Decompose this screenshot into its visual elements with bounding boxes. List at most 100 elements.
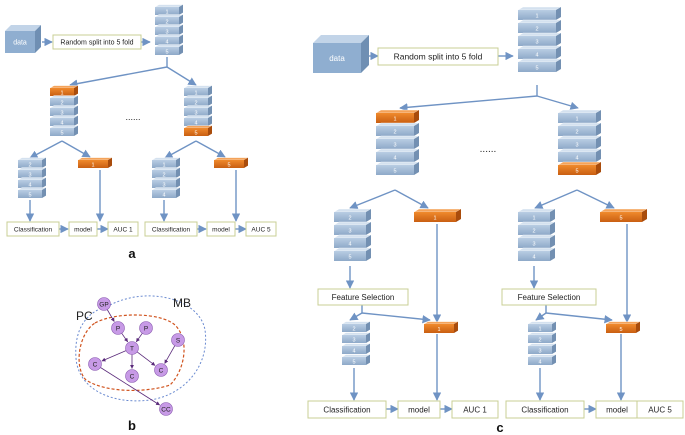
a-right-stack-block-5-label: 5 bbox=[194, 130, 197, 136]
c-arrow-right-train bbox=[534, 189, 578, 209]
c-right-train-stack-block-4: 4 bbox=[517, 247, 556, 261]
a-right-stack-block-3-label: 3 bbox=[194, 110, 197, 116]
a-right-train-stack-block-3-label: 3 bbox=[162, 182, 165, 188]
c-left-train-stack-block-3: 4 bbox=[333, 234, 372, 248]
c-left-stack-block-4: 4 bbox=[375, 148, 420, 162]
c-top-stack-block-4: 4 bbox=[517, 45, 562, 59]
a-left-auc-box: AUC 1 bbox=[107, 221, 139, 237]
c-right-feature-selection-box: Feature Selection bbox=[501, 288, 597, 306]
c-right-stack-block-3: 3 bbox=[557, 135, 602, 149]
c-right-train-stack-block-2: 2 bbox=[517, 221, 556, 235]
c-arrow-right-test bbox=[576, 189, 615, 209]
c-right-stack-block-5-label: 5 bbox=[575, 168, 578, 174]
a-arrow-left-test bbox=[61, 140, 91, 158]
a-left-stack-block-3-label: 3 bbox=[60, 110, 63, 116]
b-node-p2-label: P bbox=[144, 325, 148, 332]
a-ellipsis: ...... bbox=[125, 112, 140, 122]
b-edge-t-c1 bbox=[101, 350, 127, 362]
b-node-cc-label: CC bbox=[161, 406, 171, 413]
c-left-stack-block-5: 5 bbox=[375, 161, 420, 175]
c-right-train-stack-block-3-label: 3 bbox=[532, 241, 535, 247]
c-left-stack-block-2: 2 bbox=[375, 122, 420, 136]
a-right-stack-block-1: 1 bbox=[183, 85, 213, 96]
c-right-fs-train-stack-block-3-label: 3 bbox=[538, 348, 541, 354]
b-node-c3-label: C bbox=[159, 367, 164, 374]
c-left-feature-selection-box-text: Feature Selection bbox=[332, 293, 395, 302]
c-panel-letter: c bbox=[496, 420, 503, 435]
c-left-fs-train-stack-block-1: 2 bbox=[341, 321, 371, 332]
c-arrow-left-test bbox=[394, 189, 429, 209]
c-left-fs-train-stack-block-2-label: 3 bbox=[352, 337, 355, 343]
c-left-stack-block-1: 1 bbox=[375, 109, 420, 123]
a-right-train-stack-block-2: 2 bbox=[151, 167, 181, 178]
b-node-c1: C bbox=[88, 357, 102, 371]
a-arrow-right-test bbox=[195, 140, 226, 158]
c-right-stack-block-1-label: 1 bbox=[575, 116, 578, 122]
c-top-stack-block-1-label: 1 bbox=[535, 13, 538, 19]
a-left-model-box: model bbox=[68, 221, 98, 237]
a-left-train-stack-block-3: 4 bbox=[17, 177, 47, 188]
c-left-stack-block-5-label: 5 bbox=[393, 168, 396, 174]
c-data-box-text: data bbox=[329, 54, 345, 63]
c-left-train-stack-block-2: 3 bbox=[333, 221, 372, 235]
a-right-test-block: 5 bbox=[213, 157, 249, 168]
a-data-box: data bbox=[5, 25, 41, 53]
b-edge-gp-p1 bbox=[106, 309, 115, 322]
c-right-stack-block-2-label: 2 bbox=[575, 129, 578, 135]
c-right-stack-block-1: 1 bbox=[557, 109, 602, 123]
c-top-stack-block-5: 5 bbox=[517, 58, 562, 72]
a-top-stack-block-3: 3 bbox=[154, 24, 184, 35]
a-right-classification-box-text: Classification bbox=[152, 226, 191, 233]
c-left-fs-train-stack-block-1-label: 2 bbox=[352, 326, 355, 332]
c-left-train-stack-block-4-label: 5 bbox=[348, 254, 351, 260]
a-left-stack-block-3: 3 bbox=[49, 105, 79, 116]
a-right-stack-block-5: 5 bbox=[183, 125, 213, 136]
b-edge-t-c3 bbox=[136, 351, 156, 366]
c-top-stack-block-1: 1 bbox=[517, 6, 562, 20]
a-right-train-stack-block-1-label: 1 bbox=[162, 162, 165, 168]
a-top-stack-block-4: 4 bbox=[154, 34, 184, 45]
a-top-stack-block-5-label: 5 bbox=[165, 49, 168, 55]
a-left-classification-box-text: Classification bbox=[14, 226, 53, 233]
c-right-stack-block-4: 4 bbox=[557, 148, 602, 162]
c-left-train-stack-block-3-label: 4 bbox=[348, 241, 351, 247]
a-top-stack-block-4-label: 4 bbox=[165, 39, 168, 45]
a-right-train-stack-block-2-label: 2 bbox=[162, 172, 165, 178]
a-left-stack-block-5: 5 bbox=[49, 125, 79, 136]
c-left-stack-block-3-label: 3 bbox=[393, 142, 396, 148]
c-ellipsis: ...... bbox=[480, 144, 497, 155]
b-node-cc: CC bbox=[159, 402, 173, 416]
b-node-p2: P bbox=[139, 321, 153, 335]
c-left-fs-train-stack-block-3-label: 4 bbox=[352, 348, 355, 354]
c-arrow-branch-left bbox=[399, 95, 538, 112]
c-arrow-left-fs-train bbox=[349, 312, 363, 321]
a-right-classification-box: Classification bbox=[144, 221, 198, 237]
a-right-test-block-label: 5 bbox=[227, 162, 230, 168]
c-top-stack-block-3: 3 bbox=[517, 32, 562, 46]
mb-outline bbox=[75, 295, 207, 402]
c-left-fs-train-stack-block-4: 5 bbox=[341, 354, 371, 365]
c-top-stack-block-2: 2 bbox=[517, 19, 562, 33]
b-panel-letter: b bbox=[128, 418, 136, 433]
a-right-stack-block-1-label: 1 bbox=[194, 90, 197, 96]
a-left-classification-box: Classification bbox=[6, 221, 60, 237]
c-left-auc-box: AUC 1 bbox=[451, 400, 499, 419]
c-right-feature-selection-box-text: Feature Selection bbox=[518, 293, 581, 302]
c-left-train-stack-block-1: 2 bbox=[333, 208, 372, 222]
a-left-train-stack-block-4-label: 5 bbox=[28, 192, 31, 198]
a-top-stack-block-5: 5 bbox=[154, 44, 184, 55]
b-node-s: S bbox=[171, 333, 185, 347]
a-right-auc-box-text: AUC 5 bbox=[251, 226, 271, 233]
c-arrow-left-train bbox=[349, 189, 396, 210]
c-right-fs-test-block-label: 5 bbox=[619, 327, 622, 333]
a-right-train-stack-block-4-label: 4 bbox=[162, 192, 165, 198]
label-layer: Random split into 5 fold......Classifica… bbox=[6, 34, 684, 435]
b-node-c3: C bbox=[154, 363, 168, 377]
mb-label: MB bbox=[173, 296, 191, 310]
a-top-stack-block-2-label: 2 bbox=[165, 19, 168, 25]
a-top-stack-block-3-label: 3 bbox=[165, 29, 168, 35]
a-right-stack-block-3: 3 bbox=[183, 105, 213, 116]
c-right-model-box-text: model bbox=[606, 405, 628, 414]
c-right-classification-box: Classification bbox=[505, 400, 585, 419]
c-arrow-branch-right bbox=[536, 95, 579, 110]
